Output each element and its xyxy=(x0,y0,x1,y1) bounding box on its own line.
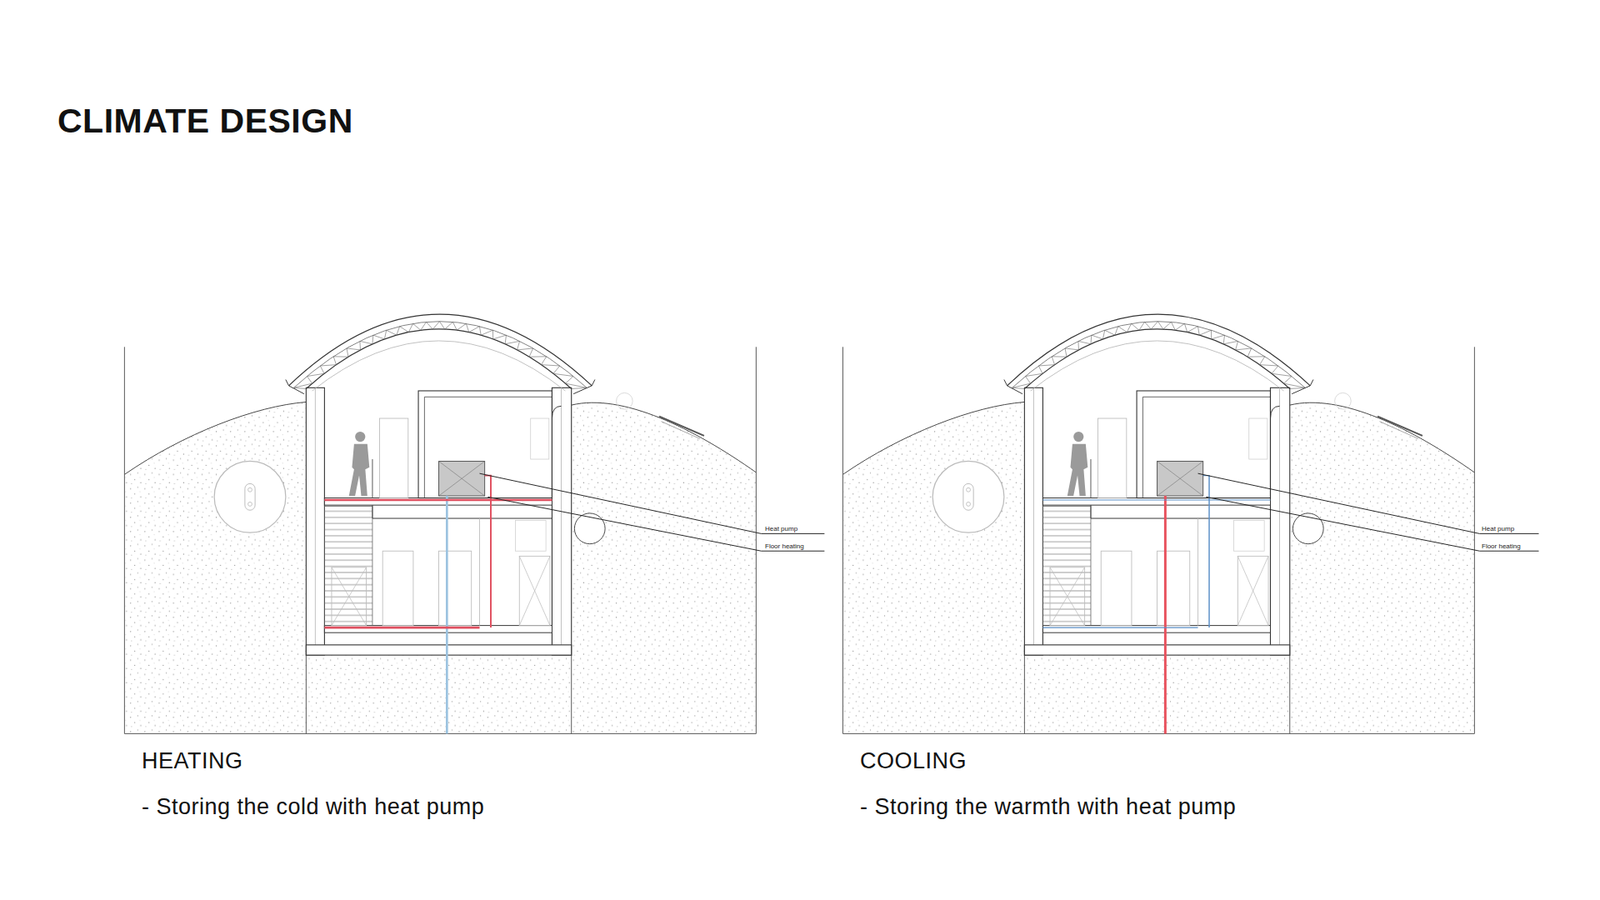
section-note: - Storing the warmth with heat pump xyxy=(860,794,1236,820)
page-title: CLIMATE DESIGN xyxy=(57,101,354,141)
leader-label: Heat pump xyxy=(765,525,798,533)
section-note: - Storing the cold with heat pump xyxy=(141,794,485,820)
leader-label: Floor heating xyxy=(1481,542,1521,550)
section-heading: HEATING xyxy=(141,748,244,775)
leader-label: Heat pump xyxy=(1481,525,1515,533)
leader-label: Floor heating xyxy=(765,542,805,550)
section-heading: COOLING xyxy=(860,748,967,775)
